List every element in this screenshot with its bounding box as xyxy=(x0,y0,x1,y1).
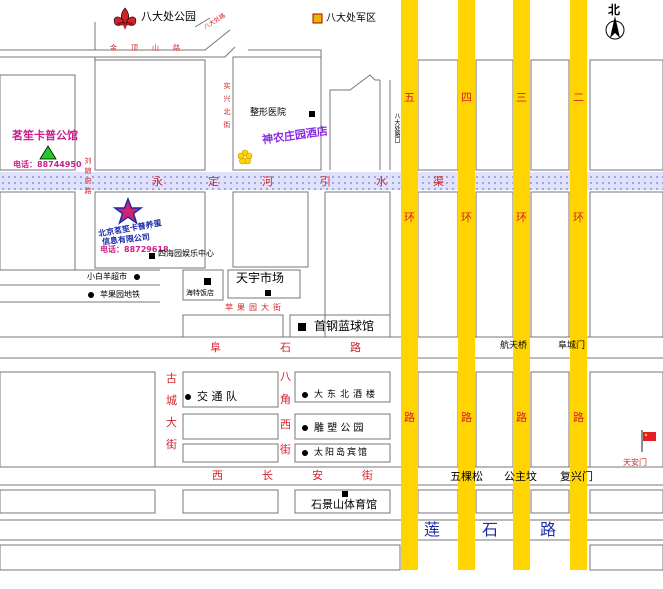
haite-label: 海特饭店 xyxy=(186,289,214,297)
ring-road-2 xyxy=(570,0,587,570)
shougang-marker xyxy=(298,323,306,331)
dadong-label: 大东北酒楼 xyxy=(302,391,379,400)
hangtian-label: 航天桥 xyxy=(500,341,528,351)
block xyxy=(182,314,284,338)
gym-marker xyxy=(342,491,348,497)
compass-icon xyxy=(605,16,625,40)
gongzhufen-label: 公主坟 xyxy=(504,470,537,483)
compass-label: 北 xyxy=(608,3,621,17)
army-area-icon xyxy=(312,13,323,24)
tiananmen-label: 天安门 xyxy=(623,458,647,467)
target-phone-label: 电话：88729618 xyxy=(100,245,169,254)
block xyxy=(182,413,279,440)
block xyxy=(182,489,279,514)
block xyxy=(417,59,459,171)
block xyxy=(475,59,514,171)
badachu-crossing-label: 八大处路口 xyxy=(393,113,400,143)
block xyxy=(0,489,156,514)
road-edge xyxy=(0,29,231,51)
block xyxy=(589,371,663,468)
block xyxy=(0,74,76,171)
ring-road-3 xyxy=(513,0,530,570)
block xyxy=(0,371,156,468)
tianyu-label: 天宇市场 xyxy=(236,271,285,285)
hotel-flower-icon xyxy=(237,149,253,165)
block xyxy=(182,371,279,408)
shougang-label: 首钢蓝球馆 xyxy=(314,319,375,333)
block xyxy=(294,443,391,463)
road-edge xyxy=(0,46,236,58)
target-star-icon xyxy=(112,196,144,225)
jiaotong-label: 交 通 队 xyxy=(185,391,237,402)
block xyxy=(182,443,279,463)
block xyxy=(294,489,391,514)
road-edge xyxy=(248,49,322,57)
company-top-label: 茗笙卡普公馆 xyxy=(12,129,78,142)
block xyxy=(530,371,570,468)
block xyxy=(417,191,459,338)
army-legend-label: 八大处军区 xyxy=(326,13,376,24)
block xyxy=(475,191,514,338)
block xyxy=(232,56,322,171)
company-phone-label: 电话：88744950 xyxy=(13,160,82,169)
block xyxy=(294,371,391,403)
jinding-road-label: 金顶山路 xyxy=(110,44,194,52)
shijingshan-gym-label: 石景山体育馆 xyxy=(311,498,377,511)
tiananmen-flag-icon xyxy=(641,430,656,452)
haite-marker xyxy=(204,278,211,285)
block xyxy=(294,413,391,440)
park-legend-label: 八大处公园 xyxy=(141,10,196,23)
tianyu-marker xyxy=(265,290,271,296)
block xyxy=(0,544,401,571)
orthopedic-label: 整形医院 xyxy=(250,108,287,118)
fuchengmen-label: 阜城门 xyxy=(558,341,586,351)
block xyxy=(94,191,206,269)
block xyxy=(589,544,663,571)
diaosu-label: 雕 塑 公 园 xyxy=(302,424,364,434)
sihai-marker xyxy=(149,253,155,259)
shixing-street-label: 实兴北街 xyxy=(223,82,231,134)
ring-road-4 xyxy=(458,0,475,570)
sihai-label: 四海园娱乐中心 xyxy=(158,249,214,258)
pingguoyuan-metro-label: 苹果园地铁 xyxy=(88,291,140,299)
ring-road-5 xyxy=(401,0,418,570)
block xyxy=(232,191,309,268)
block xyxy=(589,59,663,171)
park-fleur-icon xyxy=(113,7,137,30)
road-edge xyxy=(194,17,211,28)
liushu-road-label: 刘娘府路 xyxy=(84,157,92,197)
block xyxy=(182,269,224,301)
fuxingmen-label: 复兴门 xyxy=(560,470,593,483)
block xyxy=(94,59,206,171)
orthopedic-marker xyxy=(309,111,315,117)
road-edge xyxy=(329,74,380,170)
block xyxy=(530,59,570,171)
block xyxy=(0,191,76,271)
block xyxy=(530,191,570,338)
block xyxy=(475,371,514,468)
xiaobaiyang-label: 小白羊超市 xyxy=(87,273,146,281)
block xyxy=(417,371,459,468)
wukesong-label: 五棵松 xyxy=(450,470,483,483)
pingguoyuan-street-label: 苹果园大街 xyxy=(225,303,285,312)
block xyxy=(589,191,663,338)
yongding-canal xyxy=(0,172,663,190)
taiyang-label: 太阳岛宾馆 xyxy=(302,449,369,458)
company-triangle-icon xyxy=(39,145,57,160)
